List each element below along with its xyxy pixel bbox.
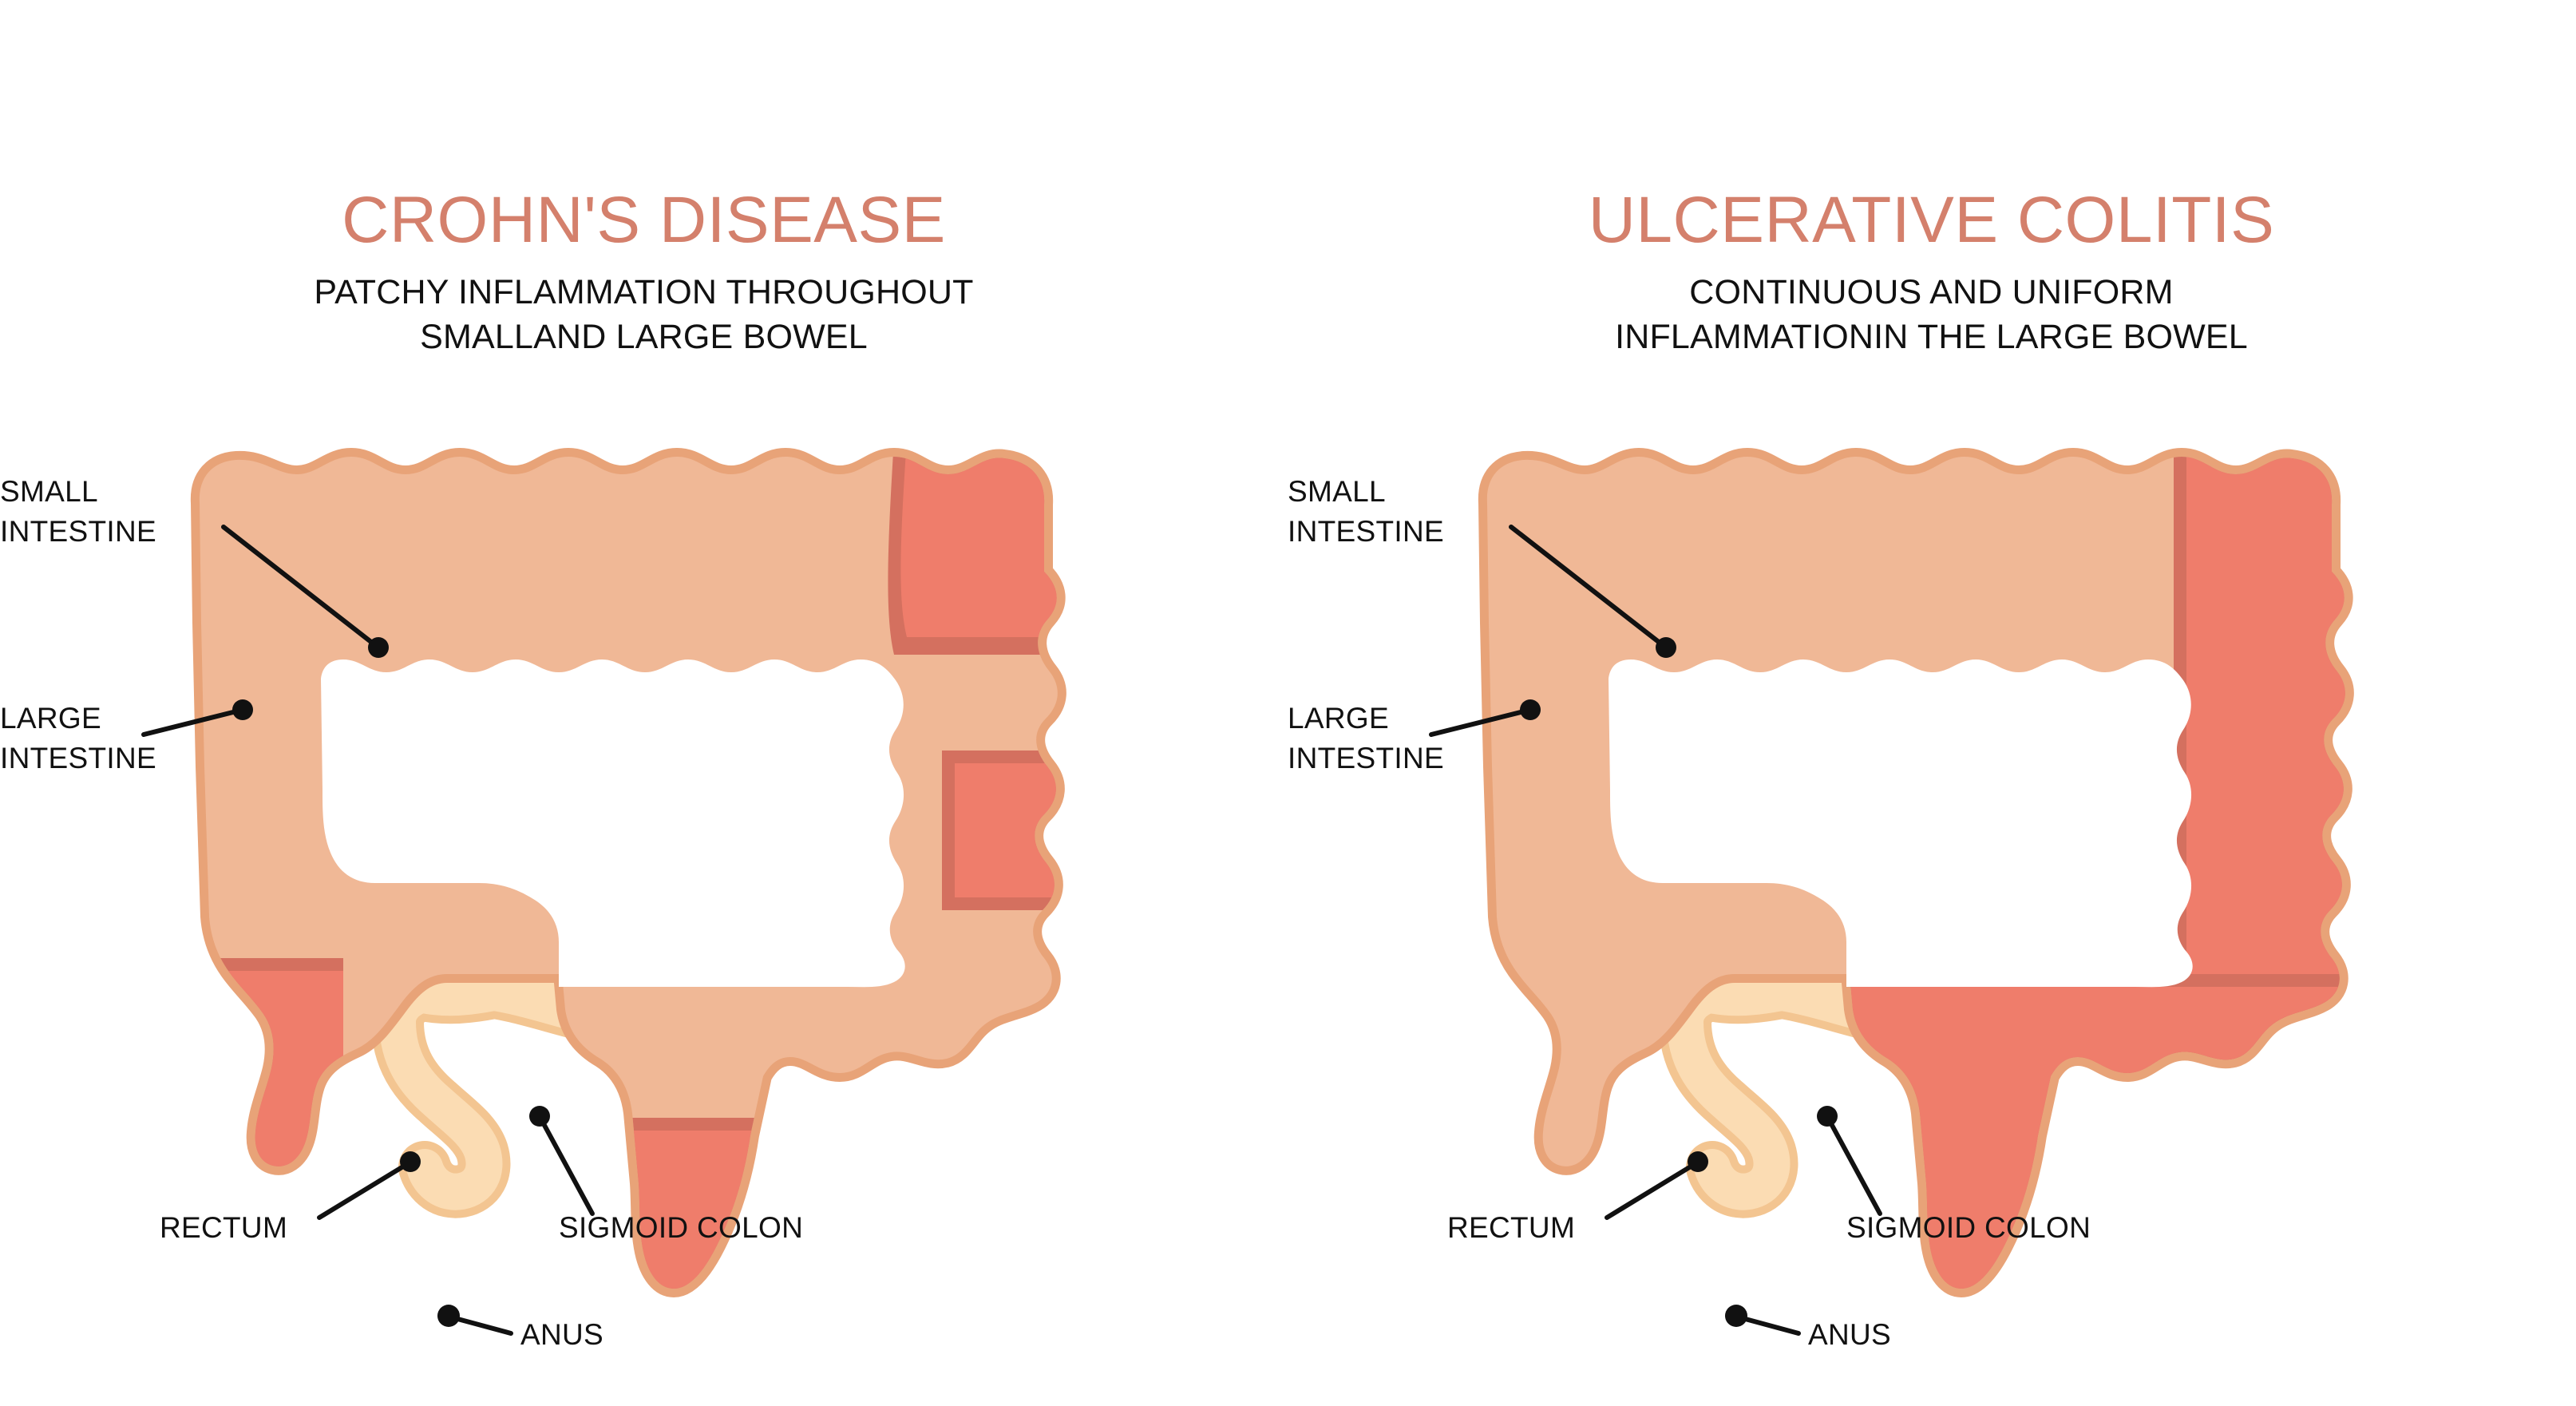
crohns-subtitle: PATCHY INFLAMMATION THROUGHOUT SMALLAND …: [0, 270, 1288, 359]
crohns-diagram: SMALL INTESTINE LARGE INTESTINE: [0, 415, 1288, 1351]
label-small-intestine-line-2: INTESTINE: [0, 515, 156, 548]
leader-dot-anus: [437, 1305, 460, 1327]
label-large-intestine-line-1: LARGE: [0, 702, 101, 735]
callout-rectum[interactable]: RECTUM: [160, 1151, 421, 1244]
label-sigmoid-colon: SIGMOID COLON: [559, 1211, 803, 1244]
label-small-intestine-line-2: INTESTINE: [1288, 515, 1444, 548]
leader-dot-rectum: [1688, 1151, 1708, 1172]
leader-dot-large-intestine: [232, 699, 253, 720]
callout-sigmoid-colon[interactable]: SIGMOID COLON: [529, 1106, 803, 1244]
panel-crohns-disease: CROHN'S DISEASE PATCHY INFLAMMATION THRO…: [0, 184, 1288, 1351]
leader-dot-sigmoid-colon: [529, 1106, 550, 1127]
callout-small-intestine[interactable]: SMALL INTESTINE: [0, 475, 389, 658]
callout-sigmoid-colon[interactable]: SIGMOID COLON: [1817, 1106, 2091, 1244]
callouts-crohns: SMALL INTESTINE LARGE INTESTINE: [0, 475, 803, 1351]
panel-ulcerative-colitis: ULCERATIVE COLITIS CONTINUOUS AND UNIFOR…: [1288, 0, 2575, 1406]
callout-large-intestine[interactable]: LARGE INTESTINE: [1288, 699, 1541, 774]
leader-dot-sigmoid-colon: [1817, 1106, 1838, 1127]
callout-small-intestine[interactable]: SMALL INTESTINE: [1288, 475, 1676, 658]
page-title-crohns: CROHN'S DISEASE: [342, 184, 946, 256]
uc-subtitle-line-2: INFLAMMATIONIN THE LARGE BOWEL: [1615, 318, 2248, 356]
label-sigmoid-colon: SIGMOID COLON: [1846, 1211, 2091, 1244]
uc-title-block: ULCERATIVE COLITIS CONTINUOUS AND UNIFOR…: [1288, 184, 2575, 359]
crohns-subtitle-line-1: PATCHY INFLAMMATION THROUGHOUT: [314, 273, 974, 311]
leader-dot-small-intestine: [368, 637, 389, 658]
label-large-intestine-line-1: LARGE: [1288, 702, 1389, 735]
callouts-ulcerative-colitis: SMALL INTESTINE LARGE INTESTINE RECTUM: [1288, 475, 2091, 1351]
large-intestine-shape: [160, 439, 1118, 1341]
label-rectum: RECTUM: [1447, 1211, 1575, 1244]
label-small-intestine-line-1: SMALL: [1288, 475, 1386, 508]
callout-rectum[interactable]: RECTUM: [1447, 1151, 1708, 1244]
leader-dot-large-intestine: [1520, 699, 1541, 720]
crohns-title-block: CROHN'S DISEASE PATCHY INFLAMMATION THRO…: [0, 184, 1288, 359]
callout-anus[interactable]: ANUS: [437, 1305, 603, 1351]
callout-large-intestine[interactable]: LARGE INTESTINE: [0, 699, 253, 774]
callout-anus[interactable]: ANUS: [1725, 1305, 1891, 1351]
leader-dot-rectum: [400, 1151, 421, 1172]
page-title-ulcerative-colitis: ULCERATIVE COLITIS: [1588, 184, 2275, 256]
uc-diagram: SMALL INTESTINE LARGE INTESTINE RECTUM: [1288, 415, 2575, 1351]
label-rectum: RECTUM: [160, 1211, 287, 1244]
leader-dot-small-intestine: [1656, 637, 1676, 658]
label-anus: ANUS: [520, 1318, 603, 1351]
label-large-intestine-line-2: INTESTINE: [0, 742, 156, 774]
leader-dot-anus: [1725, 1305, 1747, 1327]
uc-subtitle-line-1: CONTINUOUS AND UNIFORM: [1689, 273, 2174, 311]
label-anus: ANUS: [1808, 1318, 1891, 1351]
label-large-intestine-line-2: INTESTINE: [1288, 742, 1444, 774]
label-small-intestine-line-1: SMALL: [0, 475, 98, 508]
crohns-subtitle-line-2: SMALLAND LARGE BOWEL: [420, 318, 868, 356]
uc-subtitle: CONTINUOUS AND UNIFORM INFLAMMATIONIN TH…: [1288, 270, 2575, 359]
